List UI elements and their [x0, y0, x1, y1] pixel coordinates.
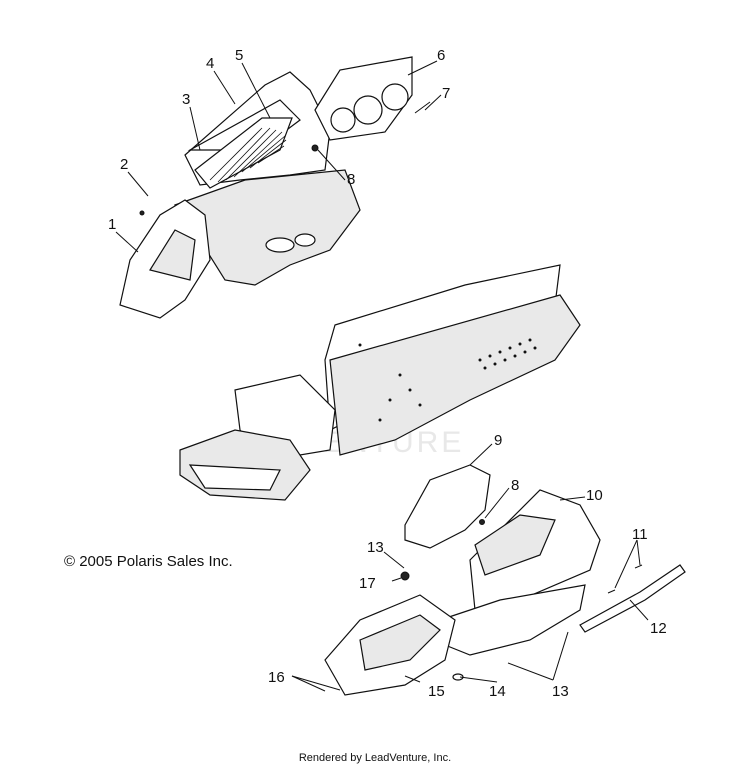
callout-13-right: 13: [552, 683, 569, 700]
callout-5: 5: [235, 47, 243, 64]
side-panel-assembly: [324, 464, 686, 696]
callout-15: 15: [428, 683, 445, 700]
tunnel-perforations: [358, 338, 537, 422]
callout-16: 16: [268, 669, 285, 686]
callout-9: 9: [494, 432, 502, 449]
callout-12: 12: [650, 620, 667, 637]
callout-labels: 1 2 3 4 5 6 7 8 8 9 10 11 12 13 13 14 15…: [108, 47, 667, 700]
vent-hatch: [209, 127, 287, 183]
chassis-tunnel: [179, 264, 581, 501]
callout-7: 7: [442, 85, 450, 102]
callout-3: 3: [182, 91, 190, 108]
callout-14: 14: [489, 683, 506, 700]
callout-17: 17: [359, 575, 376, 592]
callout-4: 4: [206, 55, 214, 72]
callout-6: 6: [437, 47, 445, 64]
callout-2: 2: [120, 156, 128, 173]
callout-8-upper: 8: [347, 171, 355, 188]
callout-13-left: 13: [367, 539, 384, 556]
callout-1: 1: [108, 216, 116, 233]
footer-credit: Rendered by LeadVenture, Inc.: [298, 752, 452, 764]
callout-10: 10: [586, 487, 603, 504]
hood-assembly: [119, 56, 431, 319]
copyright-notice: © 2005 Polaris Sales Inc.: [64, 553, 233, 570]
callout-8-lower: 8: [511, 477, 519, 494]
leader-lines: [115, 60, 649, 692]
callout-11: 11: [632, 526, 648, 543]
